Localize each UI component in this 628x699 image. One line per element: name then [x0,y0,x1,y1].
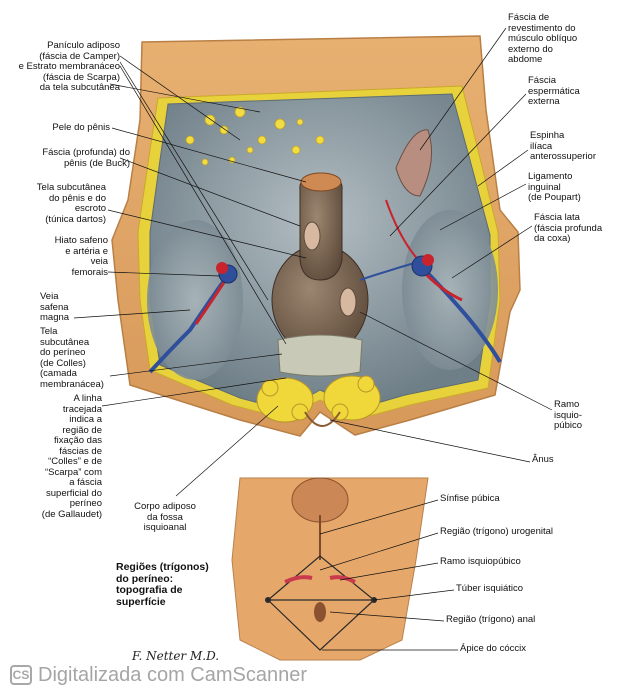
inset-ramus-right [329,575,356,584]
inset-title: Regiões (trígonos) do períneo: topografi… [116,561,209,608]
label-anus: Ânus [532,454,554,465]
label-apice-coccix: Ápice do cóccix [460,643,527,654]
scanner-footer: CS Digitalizada com CamScanner [10,660,410,690]
label-paniculo: Panículo adiposo (fáscia de Camper) e Es… [18,40,120,93]
label-fascia-buck: Fáscia (profunda) do pênis (de Buck) [42,147,130,169]
label-fascia-lata: Fáscia lata (fáscia profunda da coxa) [534,212,603,244]
label-tela-dartos: Tela subcutânea do pênis e do escroto (t… [36,182,106,225]
spermatic-cord-left [303,221,321,251]
femoral-vessels-left [148,262,238,374]
label-colles: Tela subcutânea do períneo (de Colles) (… [40,326,104,390]
right-thigh-fascia [402,210,498,370]
leader-lines [73,27,553,651]
inset-anal-triangle [267,599,375,651]
label-fascia-espermatica: Fáscia espermática externa [528,75,580,107]
scanner-footer-text: Digitalizada com CamScanner [38,663,308,686]
label-fascia-obliquo: Fáscia de revestimento do músculo oblíqu… [508,12,578,65]
label-veia-safena: Veia safena magna [40,291,70,323]
label-regiao-urogenital: Região (trígono) urogenital [440,526,554,537]
inset-body [231,477,429,661]
ischioanal-fat [256,375,381,423]
spermatic-cord-right [339,287,357,317]
label-espinha-iliaca: Espinha ilíaca anterossuperior [530,130,597,162]
inset-tuber-left [265,597,271,603]
label-ramo-isquiopubico-2: Ramo isquiopúbico [440,556,521,567]
label-sinfise: Sínfise púbica [440,493,500,504]
glans [300,172,342,192]
femoral-vessels-right [359,199,502,364]
label-linha-tracejada: A linha tracejada indica a região de fix… [41,393,102,520]
inset-anus [314,602,326,622]
camscanner-logo-icon: CS [10,665,32,685]
label-corpo-adiposo: Corpo adiposo da fossa isquioanal [134,501,196,533]
label-regiao-anal: Região (trígono) anal [446,614,536,625]
left-thigh-fascia [147,220,243,380]
fat-blobs [185,106,325,166]
label-hiato-safeno: Hiato safeno e artéria e veia femorais [54,235,108,278]
label-tuber: Túber isquiático [456,583,524,594]
label-pele-penis: Pele do pênis [52,122,110,133]
label-ramo-isquiopubico: Ramo isquio- púbico [554,399,582,431]
anal-fold [304,411,341,427]
label-ligamento-inguinal: Ligamento inguinal (de Poupart) [528,171,581,203]
netter-signature: F. Netter M.D. [131,649,219,663]
inset-ramus-left [284,575,313,584]
colles-region [277,334,363,377]
